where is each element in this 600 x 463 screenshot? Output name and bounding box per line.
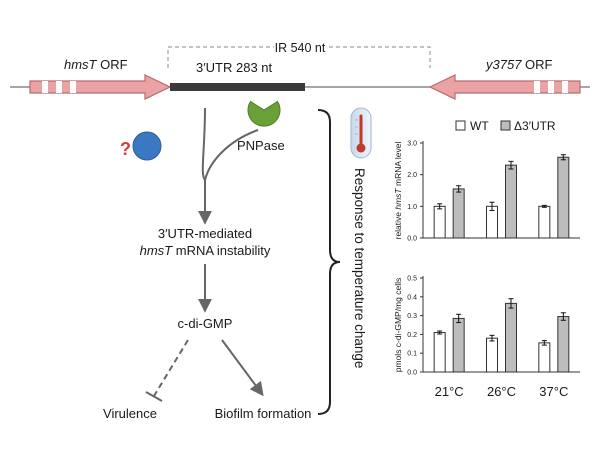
- bar-mutant: [505, 302, 517, 373]
- inhibition-bar: [145, 391, 163, 402]
- legend-label-wt: WT: [470, 119, 489, 133]
- legend-swatch-wt: [455, 120, 466, 131]
- y-tick-label: 0.5: [407, 276, 417, 283]
- instability-line2: hmsT mRNA instability: [140, 243, 271, 258]
- pathway-curve-left: [201, 107, 206, 181]
- orf-gap: [56, 81, 62, 93]
- chart-legend: WT Δ3′UTR: [455, 119, 556, 133]
- inhibition-line: [153, 339, 189, 397]
- pathway: ? PNPase 3′UTR-mediated hmsT mRNA instab…: [103, 100, 341, 421]
- ir-label-bg: [274, 39, 326, 55]
- bar-mutant: [557, 156, 570, 239]
- x-category-label: 26°C: [487, 384, 516, 399]
- legend-swatch-mutant: [500, 120, 511, 131]
- arrow-to-biofilm: [221, 339, 264, 397]
- chart-2: 0.0 0.1 0.2 0.3 0.4 0.5 pmols c-di-GMP/mg cell…: [393, 276, 580, 399]
- legend-label-mutant: Δ3′UTR: [514, 119, 556, 133]
- ir-label: IR 540 nt: [275, 41, 326, 55]
- bar-wt: [486, 205, 498, 239]
- utr-bar: [170, 83, 305, 91]
- y-tick-label: 3.0: [407, 141, 417, 148]
- bar-wt: [538, 342, 551, 373]
- cdigmp-label: c-di-GMP: [178, 316, 233, 331]
- bar-mutant: [452, 317, 465, 373]
- response-label: Response to temperature change: [352, 168, 367, 368]
- x-category-label: 37°C: [539, 384, 568, 399]
- bar-mutant: [505, 164, 517, 239]
- bar-mutant: [452, 188, 465, 239]
- response-brace: [317, 109, 341, 415]
- bar-wt: [433, 332, 446, 373]
- utr-label: 3′UTR 283 nt: [196, 60, 273, 75]
- y-tick-label: 0.0: [407, 236, 417, 243]
- y-tick-label: 1.0: [407, 204, 417, 211]
- chart-1: 0.0 1.0 2.0 3.0 relative hmsT mRNA level: [393, 141, 580, 243]
- instability-line1: 3′UTR-mediated: [158, 226, 252, 241]
- biofilm-label: Biofilm formation: [215, 406, 312, 421]
- y-axis-label: pmols c-di-GMP/mg cells: [393, 278, 403, 372]
- bar-wt: [433, 205, 446, 239]
- bar-mutant: [557, 316, 570, 373]
- ir-bracket: [167, 46, 431, 68]
- pathway-curve-right: [204, 129, 259, 181]
- y-axis-label: relative hmsT mRNA level: [393, 142, 403, 240]
- orf-gap: [42, 81, 48, 93]
- y-tick-label: 0.1: [407, 351, 417, 358]
- y3757-orf-label: y3757 ORF: [485, 57, 553, 72]
- virulence-label: Virulence: [103, 406, 157, 421]
- orf-gap: [562, 81, 568, 93]
- gene-map: IR 540 nt hmsT ORF 3′UTR 283 nt y3757 OR…: [10, 39, 590, 100]
- unknown-question-mark: ?: [120, 139, 131, 159]
- x-category-label: 21°C: [435, 384, 464, 399]
- orf-gap: [70, 81, 76, 93]
- hmsT-orf-arrow: [29, 74, 172, 100]
- orf-gap: [534, 81, 540, 93]
- unknown-factor-circle: [132, 131, 162, 161]
- thermometer-icon: [350, 107, 372, 159]
- bar-wt: [538, 205, 551, 239]
- orf-gap: [548, 81, 554, 93]
- pnpase-icon: [247, 100, 281, 127]
- y-tick-label: 0.3: [407, 313, 417, 320]
- y-tick-label: 0.4: [407, 294, 417, 301]
- pnpase-label: PNPase: [237, 138, 285, 153]
- y-tick-label: 0.0: [407, 370, 417, 377]
- y-tick-label: 2.0: [407, 172, 417, 179]
- bar-wt: [486, 337, 498, 373]
- hmsT-orf-label: hmsT ORF: [64, 57, 128, 72]
- y3757-orf-arrow: [428, 74, 581, 100]
- y-tick-label: 0.2: [407, 332, 417, 339]
